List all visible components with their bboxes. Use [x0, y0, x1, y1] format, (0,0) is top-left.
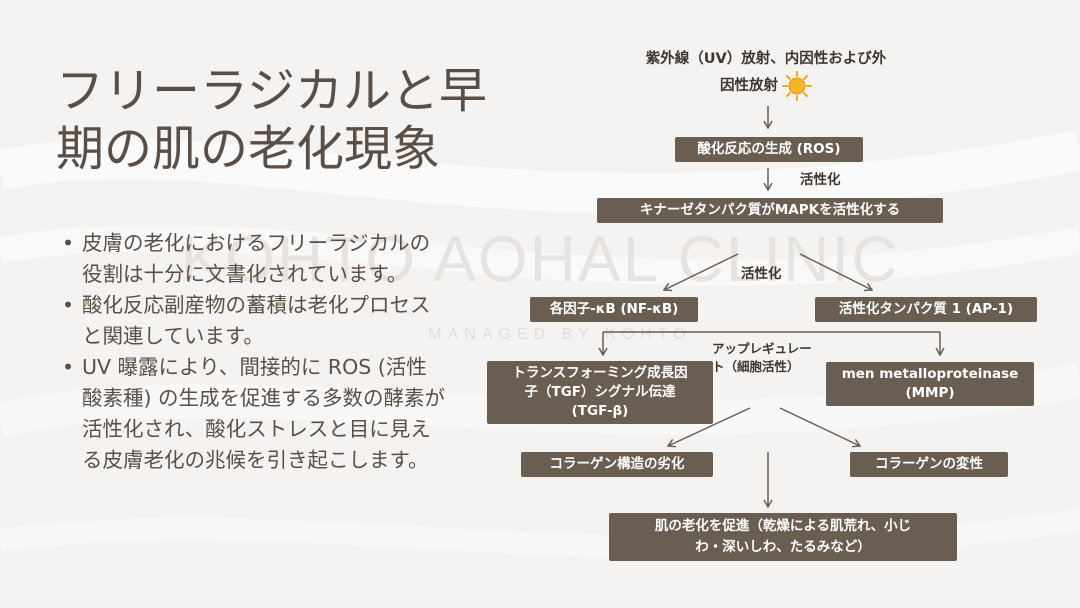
- node-tgf-line-3: (TGF-β): [571, 403, 629, 419]
- bullet-item: UV 曝露により、間接的に ROS (活性酸素種) の生成を促進する多数の酵素が…: [56, 352, 446, 476]
- upregulation-line-2: ト（細胞活性）: [712, 359, 800, 374]
- node-ap1: 活性化タンパク質 1 (AP-1): [815, 297, 1037, 322]
- arrow-kinase-to-nfkb: [662, 253, 739, 292]
- watermark-subtitle: MANAGED BY KOHTO: [428, 326, 692, 343]
- edge-label-activation-1: 活性化: [800, 172, 841, 188]
- node-skin-aging-line-2: わ・深いしわ、たるみなど）: [695, 539, 871, 555]
- slide-title: フリーラジカルと早 期の肌の老化現象: [56, 62, 556, 178]
- bullet-item: 酸化反応副産物の蓄積は老化プロセスと関連しています。: [56, 290, 446, 352]
- arrow-to-degradation: [666, 407, 751, 448]
- arrow-kinase-to-ap1: [799, 253, 874, 292]
- source-label-line-2: 因性放射: [720, 78, 778, 94]
- edge-label-upregulation: アップレギュレー ト（細胞活性）: [712, 340, 832, 376]
- node-kinase: キナーゼタンパク質がMAPKを活性化する: [597, 198, 943, 223]
- node-nfkb: 各因子-κB (NF-κB): [530, 297, 698, 322]
- node-mmp-line-2: (MMP): [905, 385, 955, 401]
- node-tgf-line-2: 子（TGF）シグナル伝達: [524, 384, 676, 400]
- node-tgf-line-1: トランスフォーミング成長因: [512, 365, 688, 381]
- sun-icon: [782, 71, 812, 101]
- node-tgf: トランスフォーミング成長因 子（TGF）シグナル伝達 (TGF-β): [487, 361, 713, 424]
- node-mmp: men metalloproteinase (MMP): [826, 362, 1034, 406]
- title-line-2: 期の肌の老化現象: [56, 121, 441, 177]
- node-collagen-denaturation: コラーゲンの変性: [850, 452, 1008, 477]
- source-label: 紫外線（UV）放射、内因性および外 因性放射: [608, 48, 924, 101]
- node-ros: 酸化反応の生成 (ROS): [675, 137, 863, 162]
- node-skin-aging-line-1: 肌の老化を促進（乾燥による肌荒れ、小じ: [654, 518, 912, 534]
- edge-label-activation-2: 活性化: [741, 266, 782, 282]
- bullet-item: 皮膚の老化におけるフリーラジカルの役割は十分に文書化されています。: [56, 228, 446, 290]
- arrow-to-denaturation: [779, 407, 862, 448]
- node-mmp-line-1: men metalloproteinase: [841, 366, 1019, 382]
- title-line-1: フリーラジカルと早: [56, 63, 488, 119]
- bullet-list: 皮膚の老化におけるフリーラジカルの役割は十分に文書化されています。 酸化反応副産…: [56, 228, 446, 476]
- node-collagen-degradation: コラーゲン構造の劣化: [521, 452, 713, 477]
- upregulation-line-1: アップレギュレー: [712, 341, 812, 356]
- source-label-line-1: 紫外線（UV）放射、内因性および外: [645, 51, 887, 67]
- node-skin-aging: 肌の老化を促進（乾燥による肌荒れ、小じ わ・深いしわ、たるみなど）: [609, 513, 957, 561]
